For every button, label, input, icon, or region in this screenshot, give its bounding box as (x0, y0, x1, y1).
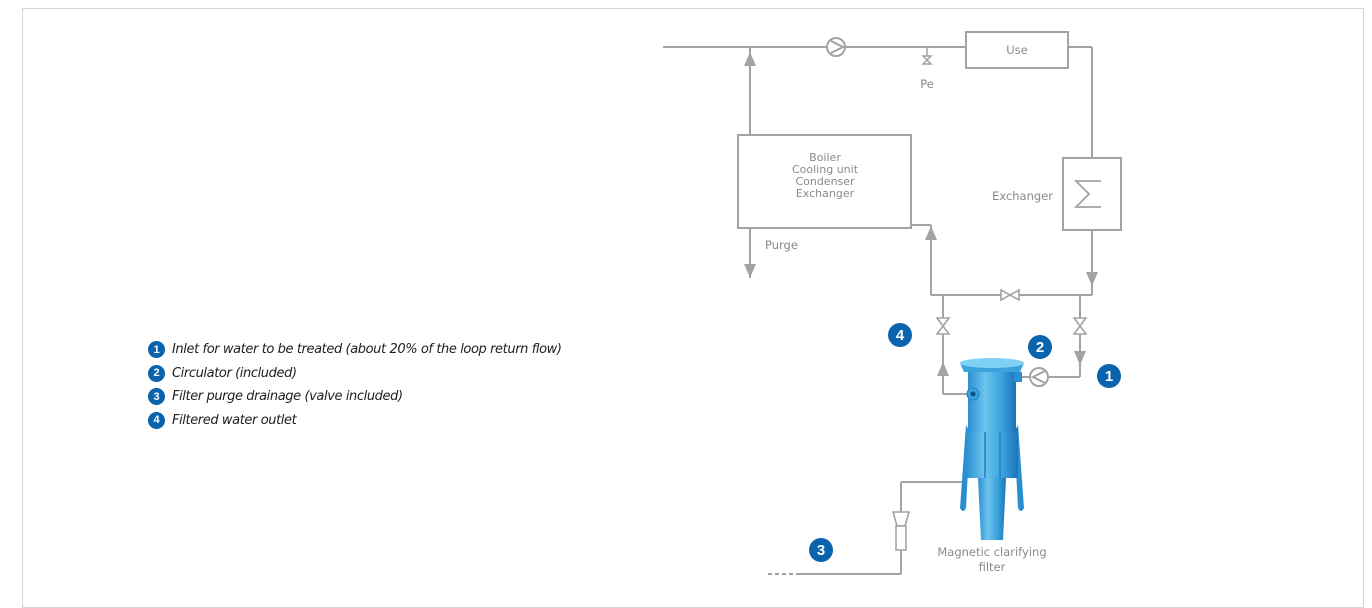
arrow-down-inlet-icon (1074, 351, 1086, 365)
loop-diagram: Use Pe Boiler Cooling unit Condenser Exc… (663, 31, 1122, 575)
pipework (663, 46, 1093, 575)
exchanger-label: Exchanger (992, 189, 1053, 203)
drain-valve-icon (891, 511, 911, 551)
legend-item-4: 4 Filtered water outlet (148, 409, 562, 433)
legend: 1 Inlet for water to be treated (about 2… (148, 338, 562, 432)
pressure-point-icon (921, 47, 933, 65)
legend-number-2: 2 (148, 364, 165, 382)
badge-3: 3 (809, 538, 833, 562)
svg-text:4: 4 (896, 327, 905, 344)
legend-number-4: 4 (148, 411, 165, 429)
arrow-up-outlet-icon (937, 362, 949, 376)
arrow-down-purge-icon (744, 264, 756, 278)
top-pump-icon (826, 37, 846, 57)
legend-item-3: 3 Filter purge drainage (valve included) (148, 385, 562, 409)
svg-text:3: 3 (817, 542, 825, 559)
boiler-line-2: Cooling unit (792, 163, 859, 176)
exchanger-symbol-icon (1073, 180, 1101, 208)
purge-label: Purge (765, 238, 798, 252)
legend-text-1: Inlet for water to be treated (about 20%… (172, 342, 562, 358)
legend-text-2: Circulator (included) (172, 365, 297, 381)
legend-item-1: 1 Inlet for water to be treated (about 2… (148, 338, 562, 362)
badge-1: 1 (1097, 364, 1121, 388)
legend-item-2: 2 Circulator (included) (148, 362, 562, 386)
filter-label-line-1: Magnetic clarifying (937, 545, 1046, 559)
arrow-up-return-icon (925, 226, 937, 240)
legend-text-4: Filtered water outlet (172, 412, 297, 428)
filter-label-line-2: filter (979, 560, 1006, 574)
arrow-down-exchanger-icon (1086, 272, 1098, 286)
svg-text:1: 1 (1105, 368, 1113, 385)
legend-number-1: 1 (148, 341, 165, 359)
inlet-valve-icon (1072, 317, 1088, 335)
boiler-line-1: Boiler (809, 151, 841, 164)
boiler-line-3: Condenser (795, 175, 855, 188)
use-box (965, 31, 1069, 69)
badge-2: 2 (1028, 335, 1052, 359)
use-label: Use (1006, 43, 1027, 57)
boiler-line-4: Exchanger (796, 187, 855, 200)
pe-label: Pe (920, 77, 934, 91)
circulator-pump-icon (1029, 367, 1049, 387)
magnetic-filter-icon (960, 358, 1024, 540)
bypass-valve-icon (1000, 288, 1020, 302)
outlet-valve-icon (935, 317, 951, 335)
badge-4: 4 (888, 323, 912, 347)
flow-arrows (744, 52, 1098, 376)
exchanger-box (1062, 157, 1122, 231)
legend-number-3: 3 (148, 388, 165, 406)
boiler-box (737, 134, 912, 229)
arrow-up-boiler-icon (744, 52, 756, 66)
legend-text-3: Filter purge drainage (valve included) (172, 389, 403, 405)
valves (935, 288, 1088, 335)
svg-text:2: 2 (1036, 339, 1044, 356)
